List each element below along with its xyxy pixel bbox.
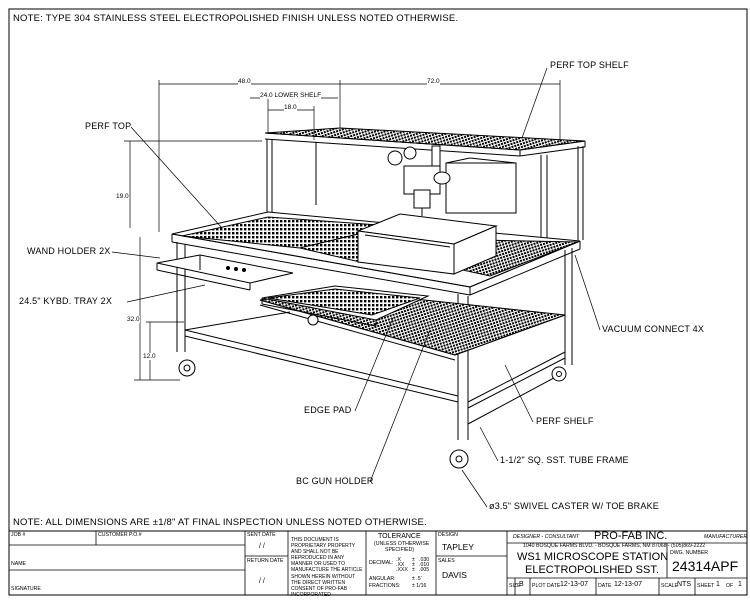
tb-dec-xx: .XX bbox=[396, 562, 405, 568]
tb-scale-label: SCALE bbox=[661, 583, 679, 589]
tb-angular: ANGULAR: bbox=[369, 576, 396, 582]
label-keyboard-tray: 24.5" KYBD. TRAY 2X bbox=[19, 296, 113, 306]
title-block bbox=[9, 531, 747, 595]
note-material: NOTE: TYPE 304 STAINLESS STEEL ELECTROPO… bbox=[13, 13, 459, 24]
instrument-box bbox=[356, 213, 498, 275]
note-dimensions: NOTE: ALL DIMENSIONS ARE ±1/8" AT FINAL … bbox=[13, 517, 427, 528]
tb-address: 1040 BOSQUE FARMS BLVD. - BOSQUE FARMS, … bbox=[523, 543, 706, 549]
tb-sales-label: SALES bbox=[438, 558, 455, 564]
label-perf-shelf: PERF SHELF bbox=[536, 416, 594, 426]
tb-fractions: FRACTIONS: bbox=[369, 583, 401, 589]
tb-dec-x: .X bbox=[396, 557, 401, 563]
dim-32: 32.0 bbox=[127, 316, 140, 323]
tb-of: 1 bbox=[738, 581, 742, 588]
dim-19: 19.0 bbox=[116, 193, 129, 200]
tb-sales: DAVIS bbox=[442, 570, 467, 580]
tb-job: JOB # bbox=[11, 532, 26, 538]
tb-tol-xx: .010 bbox=[419, 562, 430, 568]
dim-12: 12.0 bbox=[143, 353, 156, 360]
tb-tol-angular: ± .5' bbox=[412, 576, 422, 582]
tb-plot-date-label: PLOT DATE bbox=[532, 583, 561, 589]
tb-designer: DESIGNER - CONSULTANT bbox=[513, 534, 580, 540]
tb-customer-po: CUSTOMER P.O.# bbox=[98, 532, 142, 538]
dim-72: 72.0 bbox=[427, 78, 440, 85]
tb-sheet-label: SHEET bbox=[697, 583, 715, 589]
dim-48: 48.0 bbox=[238, 78, 251, 85]
tb-tolerance-sub1: (UNLESS OTHERWISE bbox=[374, 541, 430, 547]
tb-tol-xxx: .005 bbox=[419, 567, 430, 573]
wand-holder bbox=[156, 254, 294, 291]
dimension-lines bbox=[124, 80, 561, 381]
casters bbox=[178, 314, 567, 469]
tb-tol-x: .030 bbox=[419, 557, 430, 563]
tb-title-line2: ELECTROPOLISHED SST. bbox=[525, 564, 659, 576]
tb-tolerance-title: TOLERANCE bbox=[378, 533, 421, 540]
tb-tolerance-sub2: SPECIFIED) bbox=[385, 547, 415, 553]
tb-title-line1: WS1 MICROSCOPE STATION bbox=[517, 551, 669, 563]
tb-date-label: DATE bbox=[598, 583, 612, 589]
tb-design: TAPLEY bbox=[442, 542, 474, 552]
label-perf-top: PERF TOP bbox=[85, 121, 132, 131]
tb-return-date-value: / / bbox=[259, 578, 265, 585]
callout-leaders bbox=[111, 67, 601, 508]
tb-proprietary-notice: THIS DOCUMENT IS PROPRIETARY PROPERTY AN… bbox=[291, 537, 363, 598]
tb-name: NAME bbox=[11, 561, 26, 567]
tb-size-label: SIZE bbox=[509, 583, 521, 589]
label-wand-holder: WAND HOLDER 2X bbox=[27, 246, 111, 256]
tb-of-label: OF bbox=[726, 583, 734, 589]
tb-company: PRO-FAB INC. bbox=[594, 530, 668, 542]
tb-scale: NTS bbox=[677, 581, 691, 588]
label-tube-frame: 1-1/2" SQ. SST. TUBE FRAME bbox=[500, 455, 629, 465]
dim-18: 18.0 bbox=[284, 104, 297, 111]
label-edge-pad: EDGE PAD bbox=[304, 405, 352, 415]
sheet-border bbox=[8, 8, 748, 596]
top-shelf bbox=[264, 127, 586, 250]
tb-pm-3: ± bbox=[412, 567, 415, 573]
tb-pm-2: ± bbox=[412, 562, 415, 568]
tb-return-date: RETURN DATE bbox=[247, 558, 284, 564]
tb-pm-1: ± bbox=[412, 557, 415, 563]
label-bc-gun-holder: BC GUN HOLDER bbox=[296, 476, 374, 486]
tb-sent-date: SENT DATE bbox=[247, 532, 276, 538]
tb-dec-xxx: .XXX bbox=[396, 567, 408, 573]
tb-signature: SIGNATURE bbox=[11, 586, 41, 592]
tube-frame bbox=[176, 242, 573, 440]
tb-decimal: DECIMAL: bbox=[369, 560, 394, 566]
tb-tol-fractions: ± 1/16 bbox=[412, 583, 427, 589]
tb-size: B bbox=[519, 581, 524, 588]
tb-dwg-number-label: DWG. NUMBER bbox=[670, 550, 709, 556]
tb-manufacturer: MANUFACTURER bbox=[704, 534, 748, 540]
tb-date: 12-13-07 bbox=[614, 581, 643, 588]
tb-dwg-number: 24314APF bbox=[672, 558, 739, 574]
tb-sent-date-value: / / bbox=[259, 543, 265, 550]
tb-design-label: DESIGN bbox=[438, 532, 458, 538]
dim-lower-shelf: 24.0 LOWER SHELF bbox=[260, 92, 322, 99]
microscope bbox=[387, 145, 517, 216]
label-vacuum-connect: VACUUM CONNECT 4X bbox=[602, 324, 705, 334]
label-caster: ø3.5" SWIVEL CASTER W/ TOE BRAKE bbox=[489, 501, 659, 511]
label-perf-top-shelf: PERF TOP SHELF bbox=[550, 60, 629, 70]
tb-plot-date: 12-13-07 bbox=[560, 581, 589, 588]
keyboard-tray bbox=[261, 285, 430, 327]
tb-sheet: 1 bbox=[716, 581, 720, 588]
